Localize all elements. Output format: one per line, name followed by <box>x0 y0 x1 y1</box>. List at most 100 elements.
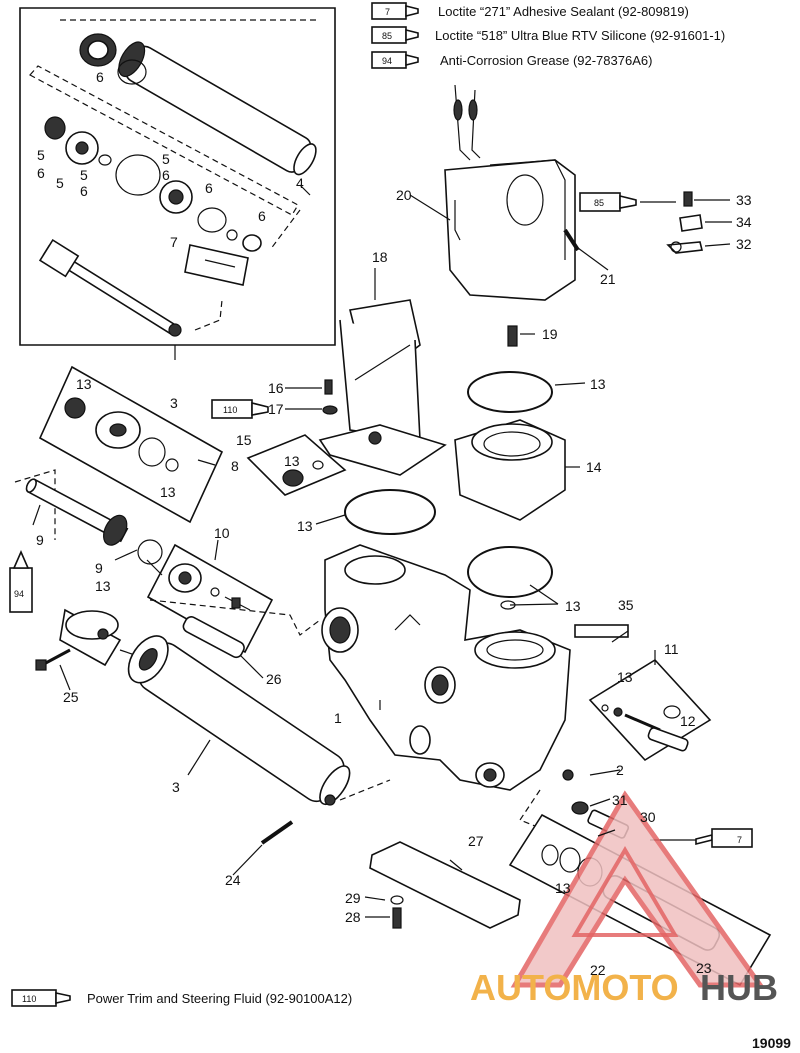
callout-31: 31 <box>612 792 628 808</box>
plug-part-2 <box>562 769 574 781</box>
callout-6: 6 <box>96 69 104 85</box>
callout-23: 23 <box>696 960 712 976</box>
callout-13: 13 <box>297 518 313 534</box>
callout-6: 6 <box>205 180 213 196</box>
callout-33: 33 <box>736 192 752 208</box>
pump-base-part-18 <box>318 299 447 476</box>
watermark: AUTOMOTO HUB <box>470 790 778 1008</box>
callout-7: 7 <box>170 234 178 250</box>
screw-part-16 <box>324 379 333 395</box>
legend: 7 Loctite “271” Adhesive Sealant (92-809… <box>371 2 725 69</box>
callout-13: 13 <box>555 880 571 896</box>
callout-13: 13 <box>76 376 92 392</box>
clamp-part-32 <box>666 241 703 254</box>
callout-13: 13 <box>565 598 581 614</box>
callout-5: 5 <box>37 147 45 163</box>
legend-item-power-trim-fluid: 110 Power Trim and Steering Fluid (92-90… <box>11 989 352 1007</box>
callout-27: 27 <box>468 833 484 849</box>
callout-21: 21 <box>600 271 616 287</box>
callout-28: 28 <box>345 909 361 925</box>
callout-9: 9 <box>36 532 44 548</box>
callout-30: 30 <box>640 809 656 825</box>
legend-item-anti-corrosion-grease: 94 Anti-Corrosion Grease (92-78376A6) <box>371 51 652 69</box>
callout-3: 3 <box>170 395 178 411</box>
callout-14: 14 <box>586 459 602 475</box>
cylinder-kit-box <box>19 7 336 346</box>
pin-part-26 <box>149 599 321 659</box>
pin-part-25 <box>35 648 71 671</box>
legend-item-loctite-271: 7 Loctite “271” Adhesive Sealant (92-809… <box>371 2 689 20</box>
callout-5: 5 <box>56 175 64 191</box>
callout-6: 6 <box>80 183 88 199</box>
callout-34: 34 <box>736 214 752 230</box>
callout-17: 17 <box>268 401 284 417</box>
screw-part-33 <box>683 191 693 207</box>
washer-part-31 <box>571 801 589 815</box>
callout-26: 26 <box>266 671 282 687</box>
watermark-text-automoto: AUTOMOTO <box>470 967 679 1008</box>
clip-part-34 <box>679 214 703 232</box>
callout-3: 3 <box>172 779 180 795</box>
callout-5: 5 <box>162 151 170 167</box>
seal-kit-box <box>38 365 224 524</box>
pad-part-27 <box>369 841 521 929</box>
legend-tube-label: 7 <box>385 7 390 17</box>
legend-text: Anti-Corrosion Grease (92-78376A6) <box>440 53 652 68</box>
callout-13: 13 <box>617 669 633 685</box>
callout-11: 11 <box>664 641 679 657</box>
callout-24: 24 <box>225 872 241 888</box>
decal-part-35 <box>574 624 629 638</box>
motor-part-20 <box>444 84 576 301</box>
relief-valve-box <box>588 658 712 762</box>
callout-19: 19 <box>542 326 558 342</box>
callout-6: 6 <box>162 167 170 183</box>
callout-5: 5 <box>80 167 88 183</box>
check-valve-box <box>246 434 347 496</box>
sealant-tube-7: 7 <box>650 828 753 848</box>
legend-text: Power Trim and Steering Fluid (92-90100A… <box>87 991 352 1006</box>
callout-22: 22 <box>590 962 606 978</box>
callout-15: 15 <box>236 432 252 448</box>
callout-35: 35 <box>618 597 634 613</box>
rtv-tube-85: 85 <box>579 192 676 212</box>
pump-body-part-1 <box>321 544 571 791</box>
legend-tube-label: 85 <box>382 31 392 41</box>
reservoir-part-14 <box>454 419 566 521</box>
tube-label: 85 <box>594 198 604 208</box>
legend-text: Loctite “271” Adhesive Sealant (92-80981… <box>438 4 689 19</box>
figure-number: 19099 <box>752 1035 791 1051</box>
callout-13: 13 <box>284 453 300 469</box>
callout-18: 18 <box>372 249 388 265</box>
callout-1: 1 <box>334 710 342 726</box>
callout-13: 13 <box>590 376 606 392</box>
tube-label: 110 <box>223 405 237 415</box>
callout-25: 25 <box>63 689 79 705</box>
washer-part-29 <box>390 895 404 905</box>
callout-13: 13 <box>95 578 111 594</box>
callout-9: 9 <box>95 560 103 576</box>
washer-part-17 <box>322 405 338 415</box>
callout-13: 13 <box>160 484 176 500</box>
callout-6: 6 <box>258 208 266 224</box>
screw-part-21 <box>563 228 580 252</box>
legend-item-loctite-518: 85 Loctite “518” Ultra Blue RTV Silicone… <box>371 26 725 44</box>
callout-29: 29 <box>345 890 361 906</box>
legend-tube-label: 94 <box>382 56 392 66</box>
legend-tube-label: 110 <box>22 994 36 1004</box>
callout-20: 20 <box>396 187 412 203</box>
callout-10: 10 <box>214 525 230 541</box>
fluid-tube-110: 110 <box>211 399 269 419</box>
callout-6: 6 <box>37 165 45 181</box>
callout-labels: 4 6 5 6 5 5 6 5 6 6 6 7 3 13 13 8 9 9 13… <box>36 69 752 978</box>
callout-32: 32 <box>736 236 752 252</box>
shaft-part-9 <box>14 469 163 565</box>
pin-part-19 <box>507 325 518 347</box>
callout-8: 8 <box>231 458 239 474</box>
callout-4: 4 <box>296 175 304 191</box>
watermark-text-hub: HUB <box>700 967 778 1008</box>
grease-tube-94: 94 <box>9 550 33 613</box>
leader-lines <box>32 184 732 918</box>
screw-part-28 <box>392 907 402 929</box>
pin-part-24 <box>260 820 294 845</box>
callout-16: 16 <box>268 380 284 396</box>
